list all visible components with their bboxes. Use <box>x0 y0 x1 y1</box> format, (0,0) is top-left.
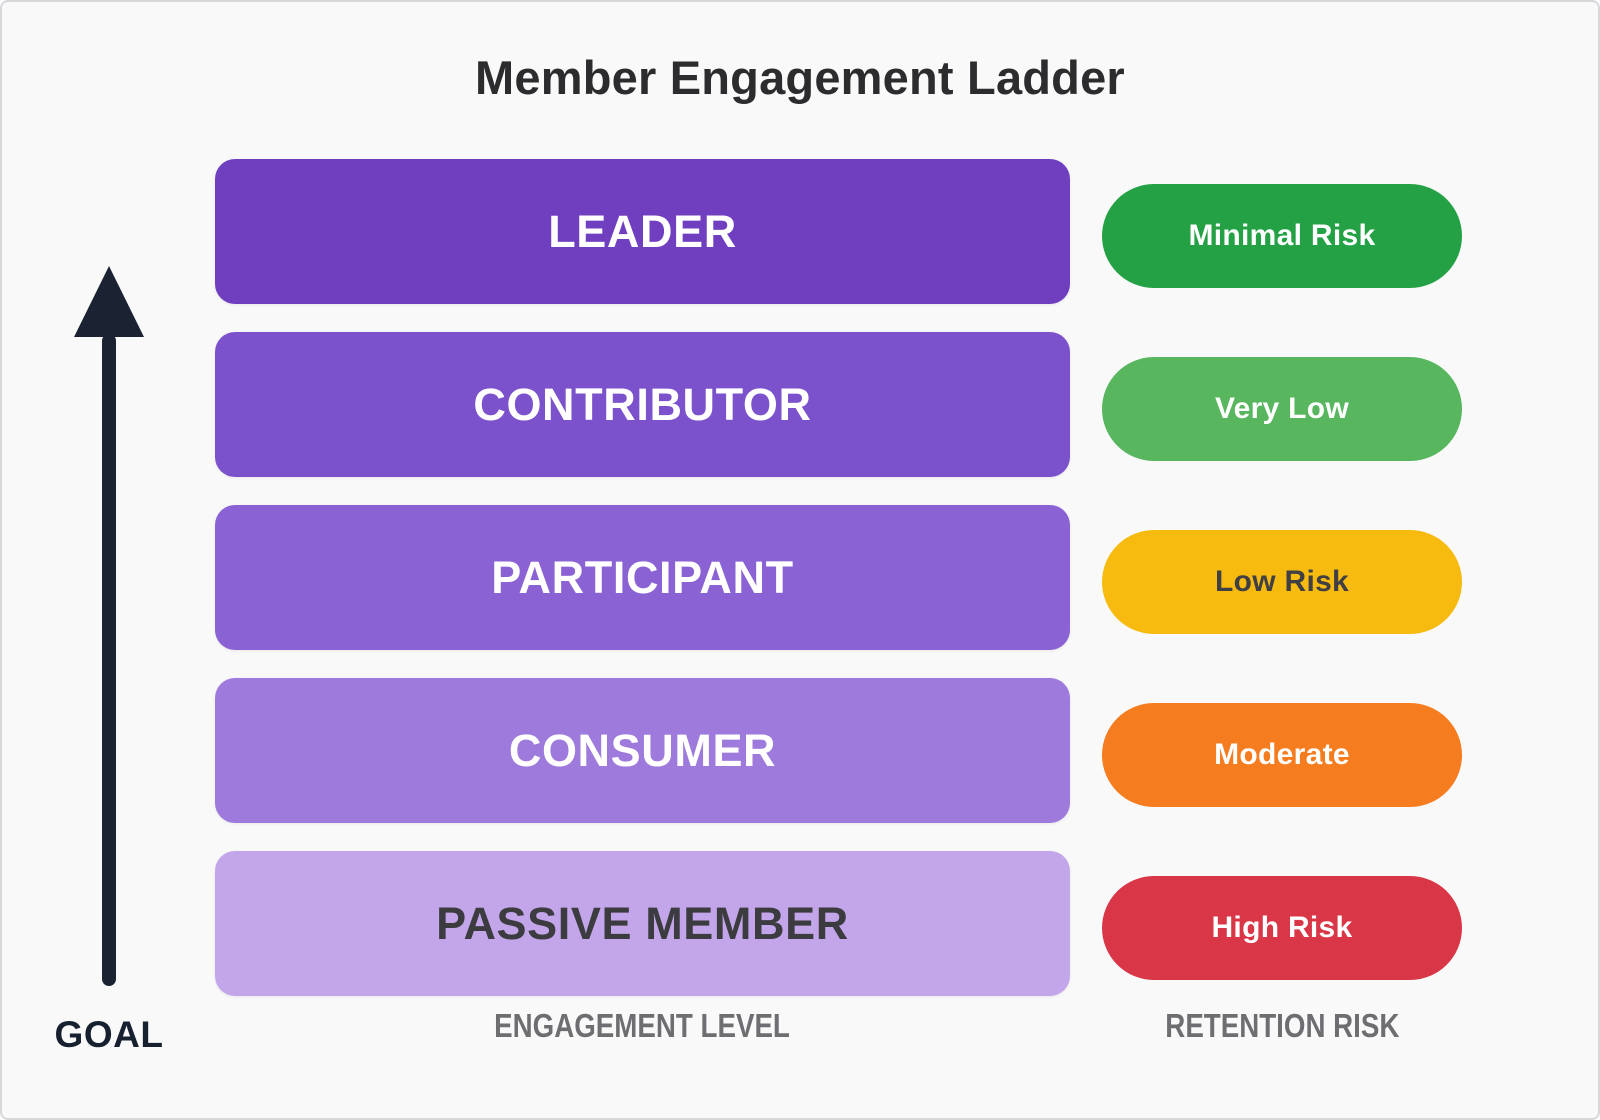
engagement-axis-label-text: ENGAGEMENT LEVEL <box>494 1007 791 1044</box>
risk-pill-very-low: Very Low <box>1102 357 1462 461</box>
engagement-bar-participant: PARTICIPANT <box>215 505 1070 650</box>
goal-arrow-line <box>102 334 116 986</box>
goal-label: GOAL <box>54 1014 164 1055</box>
engagement-bar-consumer: CONSUMER <box>215 678 1070 823</box>
engagement-axis-label: ENGAGEMENT LEVEL <box>215 1007 1070 1045</box>
engagement-bar-leader: LEADER <box>215 159 1070 304</box>
engagement-bar-contributor: CONTRIBUTOR <box>215 332 1070 477</box>
goal-arrow-head-icon <box>74 266 144 337</box>
risk-pill-high-risk: High Risk <box>1102 876 1462 980</box>
retention-axis-label: RETENTION RISK <box>1102 1007 1462 1045</box>
risk-pill-moderate: Moderate <box>1102 703 1462 807</box>
risk-pill-low-risk: Low Risk <box>1102 530 1462 634</box>
risk-pill-minimal-risk: Minimal Risk <box>1102 184 1462 288</box>
engagement-bar-passive-member: PASSIVE MEMBER <box>215 851 1070 996</box>
diagram-title: Member Engagement Ladder <box>475 51 1125 104</box>
retention-axis-label-text: RETENTION RISK <box>1164 1007 1400 1044</box>
